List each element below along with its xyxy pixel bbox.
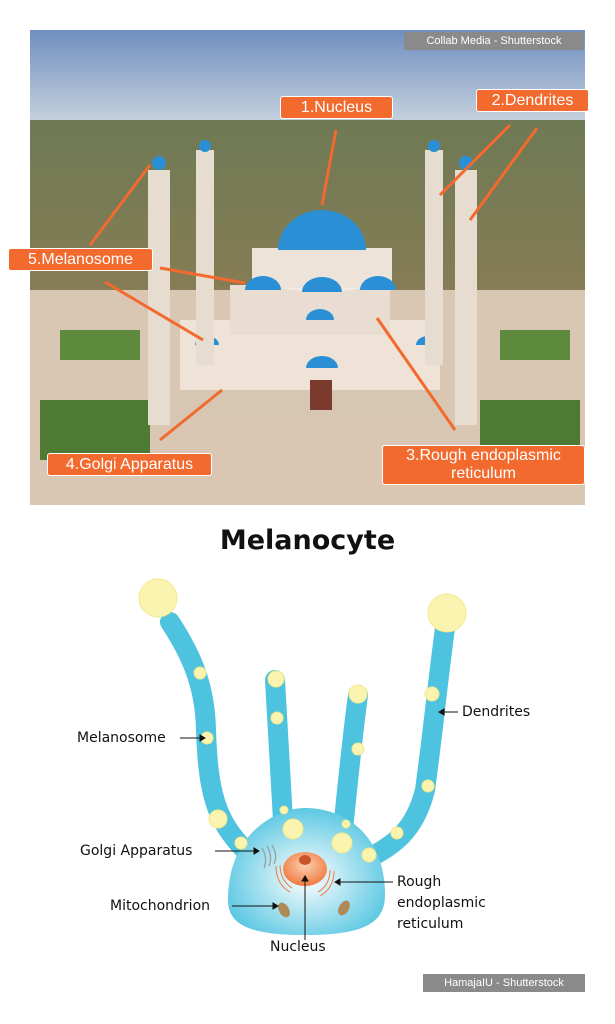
diagram-title: Melanocyte [219,525,396,556]
diagram-credit: HamajaIU - Shutterstock [423,974,585,992]
mitochondrion [338,900,350,916]
label-golgi: 4.Golgi Apparatus [47,453,212,476]
nucleus [283,852,327,886]
photo-credit: Collab Media - Shutterstock [404,32,584,50]
label-melanosome: 5.Melanosome [8,248,153,271]
melanosomes [138,578,467,863]
diagram-label-rough-er-3: reticulum [397,916,464,932]
label-rough-er: 3.Rough endoplasmic reticulum [382,445,585,485]
mosque-illustration [30,30,585,505]
cell-body [228,808,385,935]
golgi [261,844,277,869]
label-dendrites: 2.Dendrites [476,89,589,112]
label-nucleus: 1.Nucleus [280,96,393,119]
label-arrows [88,123,539,442]
diagram-label-rough-er-1: Rough [397,874,442,890]
mosque-photo: Collab Media - Shutterstock [30,30,585,505]
mitochondrion [278,902,290,918]
diagram-label-dendrites: Dendrites [462,704,531,720]
diagram-label-mitochondrion: Mitochondrion [110,898,211,914]
nucleolus [299,855,311,865]
diagram-label-rough-er-2: endoplasmic [397,895,486,911]
diagram-label-melanosome: Melanosome [77,730,166,746]
dendrites [160,612,455,870]
rough-er [275,864,335,897]
diagram-label-golgi: Golgi Apparatus [80,843,193,859]
diagram-label-nucleus: Nucleus [270,939,326,955]
